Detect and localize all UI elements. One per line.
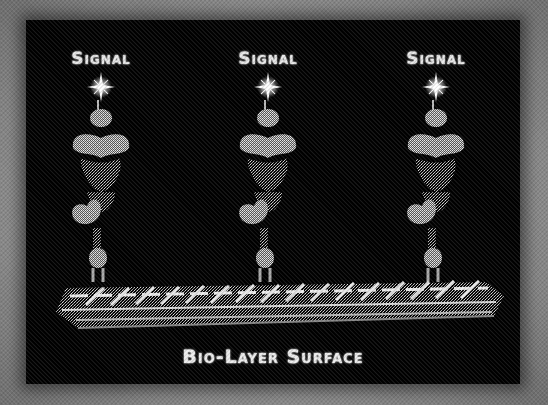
signal-star-icon [87, 72, 115, 102]
surface-layer-icon [56, 281, 504, 328]
molecule-complex-icon [72, 72, 129, 282]
signal-star-icon [422, 72, 450, 102]
surface-label: Bio-Layer Surface [26, 346, 520, 368]
signal-star-icon [254, 72, 282, 102]
molecule-complex-icon [239, 72, 296, 282]
diagram-art [26, 20, 520, 384]
diagram-panel: Signal Signal Signal [26, 20, 520, 384]
molecule-complex-icon [407, 72, 464, 282]
